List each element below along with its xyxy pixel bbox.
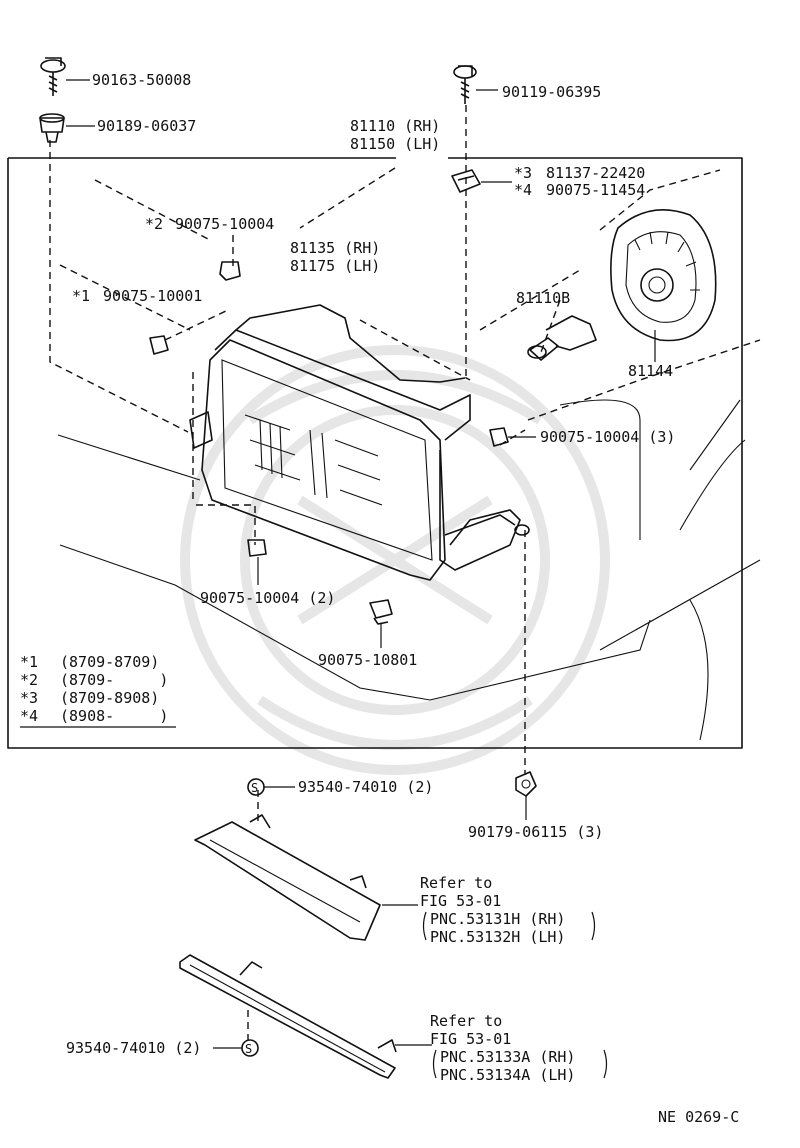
ref1-pnc2: PNC.53132H (LH) <box>430 928 565 946</box>
label-nut-side: 90075-10004 (3) <box>540 428 675 446</box>
legend-code-2: *2 <box>20 671 38 689</box>
ref1-line2: FIG 53-01 <box>420 892 501 910</box>
label-assy-rh: 81110 (RH) <box>350 117 440 135</box>
assembly-frame <box>7 157 743 749</box>
screw-90163-icon <box>40 57 66 96</box>
label-clip-bottom: 90075-10801 <box>318 651 417 669</box>
ref1-pnc1: PNC.53131H (RH) <box>430 910 565 928</box>
legend: *1 (8709-8709) *2 (8709- ) *3 (8709-8908… <box>20 653 168 725</box>
label-nut2-part: 90075-10004 <box>175 215 274 233</box>
s-mark-icon-1: S <box>247 778 265 796</box>
filler-lower-icon <box>179 954 397 1079</box>
nut-lower-icon <box>515 771 537 797</box>
filler-upper-icon <box>194 814 381 941</box>
socket-cover-icon <box>610 209 717 342</box>
legend-range-1: (8709-8709) <box>60 653 159 671</box>
label-nut4-part: 90075-11454 <box>546 181 645 199</box>
legend-code-3: *3 <box>20 689 38 707</box>
label-unit-lh: 81175 (LH) <box>290 257 380 275</box>
label-nut3-part: 81137-22420 <box>546 164 645 182</box>
label-bulb: 81110B <box>516 289 570 307</box>
bulb-icon <box>527 315 597 361</box>
ref1-line1: Refer to <box>420 874 492 892</box>
s-mark-icon-2: S <box>241 1039 259 1057</box>
legend-code-4: *4 <box>20 707 38 725</box>
label-bolt-top: 90119-06395 <box>502 83 601 101</box>
legend-range-3: (8709-8908) <box>60 689 159 707</box>
legend-code-1: *1 <box>20 653 38 671</box>
label-unit-rh: 81135 (RH) <box>290 239 380 257</box>
nut-side-icon <box>489 427 509 447</box>
figure-code: NE 0269-C <box>658 1108 739 1126</box>
nut-star1-icon <box>149 335 169 355</box>
fender-outline <box>559 399 746 741</box>
label-screw-top: 90163-50008 <box>92 71 191 89</box>
spring-nut-icon <box>451 169 481 193</box>
nut-bottom-icon <box>247 539 267 557</box>
label-nut4-code: *4 <box>514 181 532 199</box>
label-nut1-code: *1 <box>72 287 90 305</box>
ref2-line1: Refer to <box>430 1012 502 1030</box>
legend-range-2: (8709- ) <box>60 671 168 689</box>
label-nut2-code: *2 <box>145 215 163 233</box>
ref2-line2: FIG 53-01 <box>430 1030 511 1048</box>
reference-block-2: Refer to FIG 53-01 PNC.53133A (RH) PNC.5… <box>430 1012 608 1084</box>
ref2-pnc2: PNC.53134A (LH) <box>440 1066 575 1084</box>
reference-block-1: Refer to FIG 53-01 PNC.53131H (RH) PNC.5… <box>420 874 596 946</box>
label-clip-top: 90189-06037 <box>97 117 196 135</box>
label-nut1-part: 90075-10001 <box>103 287 202 305</box>
ref2-pnc1: PNC.53133A (RH) <box>440 1048 575 1066</box>
svg-text:S: S <box>245 1042 252 1056</box>
bolt-90119-icon <box>453 65 477 104</box>
legend-range-4: (8908- ) <box>60 707 168 725</box>
label-assy-lh: 81150 (LH) <box>350 135 440 153</box>
vehicle-body-outline <box>57 434 761 701</box>
label-screw-filler1: 93540-74010 (2) <box>298 778 433 796</box>
headlamp-unit-icon <box>189 304 530 581</box>
label-screw-filler2: 93540-74010 (2) <box>66 1039 201 1057</box>
label-nut3-code: *3 <box>514 164 532 182</box>
clip-90189-icon <box>39 113 65 143</box>
label-nut-lower: 90179-06115 (3) <box>468 823 603 841</box>
nut-star2-icon <box>219 261 241 281</box>
label-socket: 81144 <box>628 362 673 380</box>
watermark <box>180 345 610 775</box>
clip-bottom-icon <box>369 599 393 625</box>
label-nut-bottom: 90075-10004 (2) <box>200 589 335 607</box>
svg-text:S: S <box>251 781 258 795</box>
